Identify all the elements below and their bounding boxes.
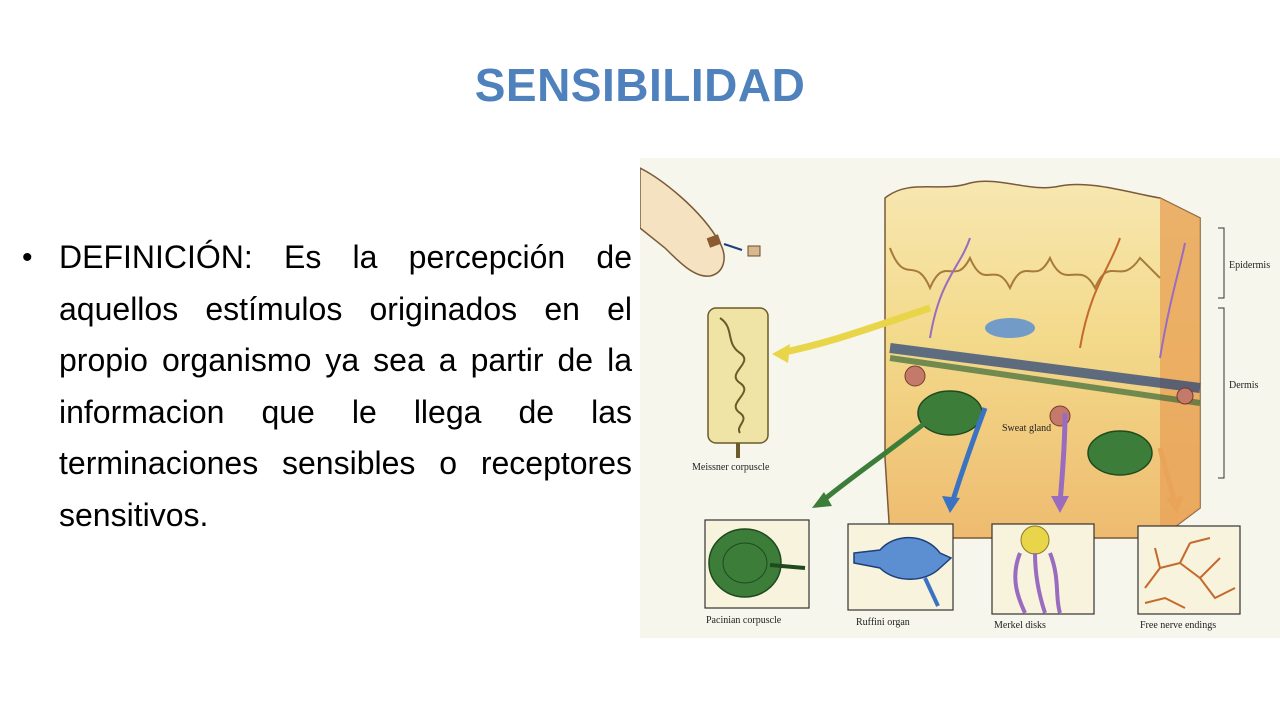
merkel-panel bbox=[991, 523, 1095, 615]
meissner-corpuscle-illustration bbox=[707, 307, 769, 458]
bullet-dot-icon: • bbox=[22, 241, 33, 274]
label-sweat-gland: Sweat gland bbox=[1002, 423, 1051, 434]
layer-brackets bbox=[1218, 227, 1225, 479]
skin-receptors-figure: Epidermis Dermis Sweat gland Meissner co… bbox=[640, 158, 1280, 638]
label-epidermis: Epidermis bbox=[1229, 260, 1270, 271]
free-nerve-endings-panel bbox=[1137, 525, 1241, 615]
skin-receptors-diagram: Epidermis Dermis Sweat gland Meissner co… bbox=[640, 167, 1270, 631]
label-merkel: Merkel disks bbox=[994, 620, 1046, 631]
label-free-nerve-endings: Free nerve endings bbox=[1140, 620, 1216, 631]
label-pacinian: Pacinian corpuscle bbox=[706, 615, 782, 626]
slide-title: SENSIBILIDAD bbox=[474, 59, 806, 111]
receptor-arrows bbox=[772, 304, 1184, 513]
finger-illustration bbox=[640, 167, 761, 277]
label-ruffini: Ruffini organ bbox=[856, 617, 910, 628]
ruffini-panel bbox=[847, 523, 954, 611]
definition-bullet: • DEFINICIÓN: Es la percepción de aquell… bbox=[22, 232, 632, 541]
pacinian-panel bbox=[704, 519, 810, 609]
label-dermis: Dermis bbox=[1229, 380, 1259, 391]
definition-text: DEFINICIÓN: Es la percepción de aquellos… bbox=[59, 239, 632, 533]
skin-block bbox=[884, 180, 1201, 539]
label-meissner: Meissner corpuscle bbox=[692, 462, 770, 473]
